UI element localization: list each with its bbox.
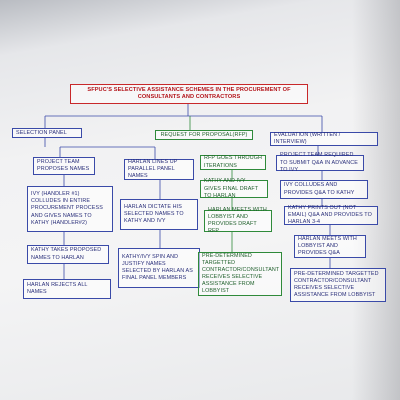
rfp-step-1: RFP GOES THROUGH ITERATIONS: [200, 155, 266, 170]
selection-parallel-step-1: HARLAN LINES UP PARALLEL PANEL NAMES: [124, 159, 194, 180]
evaluation-step-4: HARLAN MEETS WITH LOBBYIST AND PROVIDES …: [294, 235, 366, 258]
evaluation-step-3: KATHY PRINTS OUT (NOT EMAIL) Q&A AND PRO…: [284, 205, 378, 225]
selection-parallel-step-2: HARLAN DICTATE HIS SELECTED NAMES TO KAT…: [120, 199, 198, 230]
selection-step-2: IVY (HANDLER #1) COLLUDES IN ENTIRE PROC…: [27, 186, 113, 232]
shadow-overlay: [352, 0, 400, 400]
branch-header-evaluation: EVALUATION (WRITTEN / INTERVIEW): [270, 132, 378, 146]
selection-step-4: HARLAN REJECTS ALL NAMES: [23, 279, 111, 299]
selection-step-1: PROJECT TEAM PROPOSES NAMES: [33, 157, 95, 175]
evaluation-step-2: IVY COLLUDES AND PROVIDES Q&A TO KATHY: [280, 180, 368, 199]
evaluation-step-1: PROJECT TEAM REQUIRED TO SUBMIT Q&A IN A…: [276, 152, 364, 173]
selection-parallel-step-3: KATHY/IVY SPIN AND JUSTIFY NAMES SELECTE…: [118, 248, 200, 288]
rfp-step-3: HARLAN MEETS WITH LOBBYIST AND PROVIDES …: [204, 207, 272, 234]
branch-header-rfp: REQUEST FOR PROPOSAL(RFP): [155, 130, 253, 140]
rfp-step-4: PRE-DETERMINED TARGETTED CONTRACTOR/CONS…: [198, 252, 282, 296]
evaluation-step-5: PRE-DETERMINED TARGETTED CONTRACTOR/CONS…: [290, 268, 386, 302]
branch-header-selection-panel: SELECTION PANEL: [12, 128, 82, 138]
diagram-title-text: SFPUC'S SELECTIVE ASSISTANCE SCHEMES IN …: [87, 86, 291, 100]
diagram-title: SFPUC'S SELECTIVE ASSISTANCE SCHEMES IN …: [70, 84, 308, 104]
rfp-step-2: KATHY AND IVY GIVES FINAL DRAFT TO HARLA…: [200, 178, 268, 199]
selection-step-3: KATHY TAKES PROPOSED NAMES TO HARLAN: [27, 245, 109, 264]
